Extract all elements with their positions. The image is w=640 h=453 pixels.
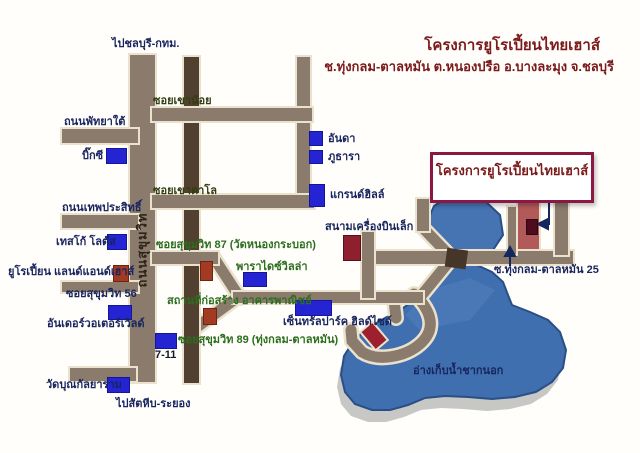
label-phuthara: ภูธารา xyxy=(328,151,361,163)
road-khao-talo xyxy=(152,195,314,208)
landmark-tesco-lotus xyxy=(107,234,127,250)
label-soi89: ซอยสุขุมวิท 89 (ทุ่งกลม-ตาลหมัน) xyxy=(178,334,339,346)
label-european-land-house: ยูโรเปี้ยน แลนด์แอนด์เฮาส์ xyxy=(8,266,135,278)
label-tesco-lotus: เทสโก้ โลตัส xyxy=(56,236,116,248)
road-middle-vertical xyxy=(184,57,199,383)
bridge xyxy=(444,247,469,270)
label-soi87: ซอยสุขุมวิท 87 (วัดหนองกระบอก) xyxy=(156,239,316,251)
direction-north: ไปชลบุรี-กทม. xyxy=(112,38,180,50)
landmark-european-land-house xyxy=(113,265,129,282)
landmark-grand-hill xyxy=(309,184,325,207)
label-seven-eleven: 7-11 xyxy=(155,349,177,361)
road-hook xyxy=(345,288,436,363)
landmark-big-c xyxy=(106,148,127,164)
road-soi87-diagonal xyxy=(208,252,246,304)
landmark-construction-lower xyxy=(203,308,217,325)
label-khao-noi: ซอยเขาน้อย xyxy=(153,95,212,107)
label-soi56: ซอยสุขุมวิท 56 xyxy=(66,288,137,300)
road-airfield xyxy=(362,232,374,298)
landmark-phuthara xyxy=(309,150,323,164)
road-khao-noi xyxy=(152,108,312,121)
road-right-vertical xyxy=(555,198,568,255)
landmark-anda xyxy=(309,131,323,146)
label-paradise-villa: พาราไดซ์วิลล่า xyxy=(236,261,308,273)
landmark-seven-eleven xyxy=(155,333,177,349)
label-reservoir: อ่างเก็บน้ำชากนอก xyxy=(413,365,504,377)
label-airfield: สนามเครื่องบินเล็ก xyxy=(325,221,414,233)
project-box: โครงการยูโรเปี้ยนไทยเฮาส์ xyxy=(430,152,594,203)
label-construction: สถานที่ก่อสร้าง อาคารพาณิชย์ xyxy=(167,295,312,307)
landmark-airfield xyxy=(343,235,361,261)
label-central-park: เซ็นทรัลปาร์ค ฮิลด์ไซด์ xyxy=(283,316,392,328)
label-wat-boon: วัดบุณกัลยาราม xyxy=(46,379,122,391)
road-soi25 xyxy=(508,207,516,254)
road-pattaya-tai xyxy=(62,129,138,143)
road-thungklom-east xyxy=(373,251,573,264)
label-underwater-world: อันเดอร์วอเตอร์เวิลด์ xyxy=(47,318,145,330)
map-title: โครงการยูโรเปี้ยนไทยเฮาส์ xyxy=(424,37,600,54)
label-anda: อันดา xyxy=(328,133,356,145)
landmark-paradise-villa xyxy=(243,272,267,287)
landmark-project-site xyxy=(526,219,538,235)
road-east-vertical xyxy=(297,57,310,207)
landmark-construction-upper xyxy=(200,261,213,281)
landmark-wat-boon xyxy=(107,377,130,393)
label-big-c: บิ๊กซี xyxy=(82,150,104,162)
landmark-underwater-world xyxy=(108,305,132,320)
road-project-north xyxy=(417,199,429,231)
direction-south: ไปสัตหีบ-ระยอง xyxy=(116,398,191,410)
road-stub xyxy=(388,294,402,324)
label-khao-talo: ซอยเขาตาโล xyxy=(153,185,217,197)
road-thepprasit xyxy=(62,215,138,228)
label-pattaya-tai: ถนนพัทยาใต้ xyxy=(64,116,126,128)
road-thungklom-west xyxy=(233,292,423,303)
landmark-hillside-red xyxy=(358,320,390,352)
label-thepprasit: ถนนเทพประสิทธิ์ xyxy=(62,202,142,214)
map-subtitle: ช.ทุ่งกลม-ตาลหมัน ต.หนองปรือ อ.บางละมุง … xyxy=(324,59,614,74)
label-soi25: ซ.ทุ่งกลม-ตาลหมัน 25 xyxy=(494,264,599,276)
road-soi56 xyxy=(62,282,138,292)
label-sukhumvit-road: ถนนสุขุมวิท xyxy=(134,212,150,288)
landmark-central-park xyxy=(295,300,332,316)
label-grand-hill: แกรนด์ฮิลล์ xyxy=(330,189,385,201)
